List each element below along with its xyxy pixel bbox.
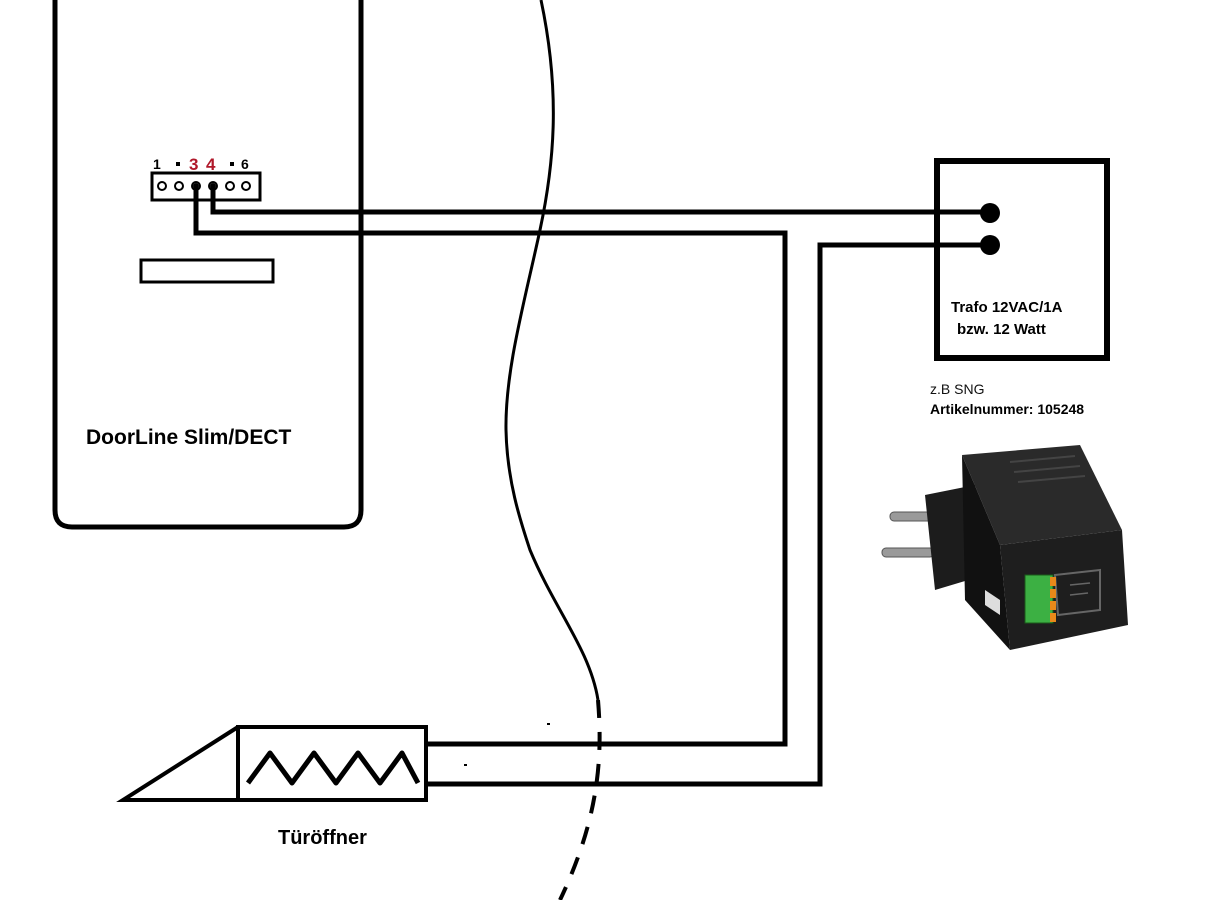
door-opener-coil bbox=[245, 750, 421, 786]
transformer-terminal bbox=[980, 203, 1000, 223]
adapter-top bbox=[962, 445, 1122, 545]
door-opener-wedge bbox=[116, 725, 240, 802]
adapter-sticker bbox=[985, 590, 1000, 615]
adapter-label-panel bbox=[1053, 568, 1101, 617]
terminal-hole bbox=[174, 181, 184, 191]
adapter-vent bbox=[1009, 455, 1086, 483]
adapter-terminal-screw bbox=[1050, 601, 1056, 610]
adapter-terminal-screw bbox=[1050, 613, 1056, 622]
wall-boundary-dashed bbox=[558, 699, 602, 900]
transformer-terminal bbox=[980, 235, 1000, 255]
example-label-line1: z.B SNG bbox=[930, 381, 984, 397]
adapter-front bbox=[1000, 530, 1128, 650]
plug-pin bbox=[881, 547, 935, 558]
transformer-label-line1: Trafo 12VAC/1A bbox=[951, 299, 1063, 316]
example-label-line2: Artikelnummer: 105248 bbox=[930, 401, 1084, 417]
adapter-terminal-screw bbox=[1050, 577, 1056, 586]
transformer-label-line2: bzw. 12 Watt bbox=[957, 321, 1046, 338]
device-slot bbox=[139, 258, 275, 284]
pin-label-3: 3 bbox=[189, 155, 198, 174]
pin-label-6: 6 bbox=[241, 156, 249, 172]
adapter-terminal-screw bbox=[1050, 589, 1056, 598]
pin-separator bbox=[230, 162, 234, 166]
device-label: DoorLine Slim/DECT bbox=[86, 426, 292, 449]
adapter-label-lines bbox=[1069, 582, 1091, 596]
doorline-housing bbox=[52, 0, 364, 530]
wire-trafo-to-opener bbox=[427, 242, 990, 787]
power-adapter-image bbox=[881, 445, 1128, 650]
terminal-block bbox=[150, 171, 262, 202]
wall-boundary bbox=[504, 0, 600, 701]
wire-pin3-to-opener bbox=[193, 186, 788, 747]
pin-separator bbox=[176, 162, 180, 166]
terminal-hole bbox=[241, 181, 251, 191]
terminal-hole bbox=[225, 181, 235, 191]
transformer-box bbox=[934, 158, 1110, 361]
pin-label-4: 4 bbox=[206, 155, 216, 174]
terminal-hole bbox=[157, 181, 167, 191]
wire-contact bbox=[193, 183, 199, 189]
speck bbox=[464, 764, 467, 766]
door-opener-label: Türöffner bbox=[278, 827, 367, 849]
speck bbox=[547, 723, 550, 725]
wire-contact bbox=[210, 183, 216, 189]
door-opener-body bbox=[236, 725, 428, 802]
door-opener bbox=[116, 725, 428, 802]
pin-label-1: 1 bbox=[153, 156, 161, 172]
adapter-terminal-block bbox=[1024, 574, 1054, 624]
wire-pin4-to-trafo bbox=[210, 186, 990, 215]
